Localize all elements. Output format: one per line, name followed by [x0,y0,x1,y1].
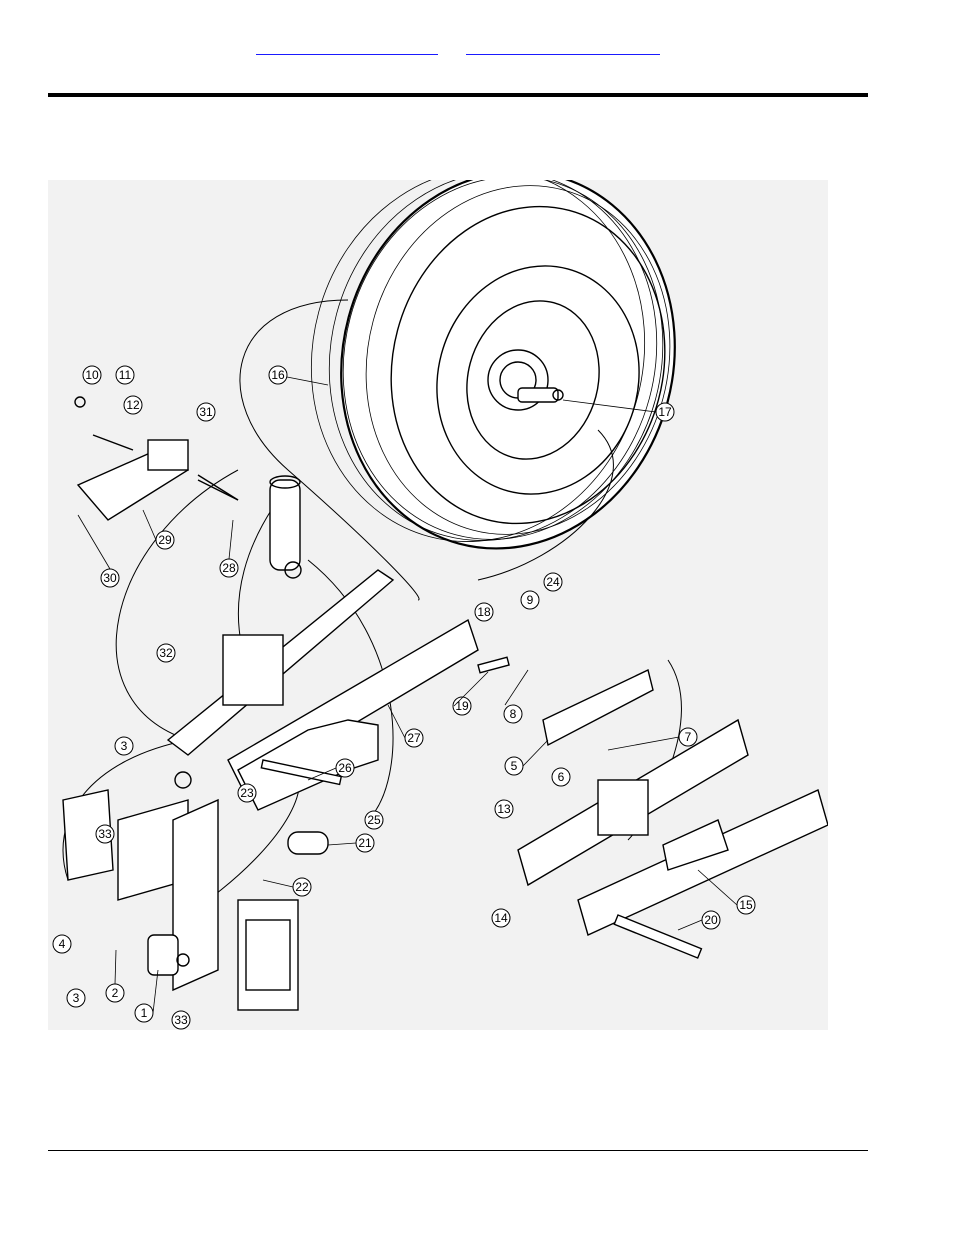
parts-diagram: 1 2 3 3 4 5 6 7 8 9 10 11 12 13 14 15 16… [48,180,828,1030]
callout-32-label: 32 [159,646,173,660]
callout-25-label: 25 [367,813,381,827]
callout-11-label: 11 [119,368,132,382]
callout-31-label: 31 [199,405,213,419]
bottom-rule [48,1150,868,1151]
callout-6-label: 6 [558,770,565,784]
callout-29-label: 29 [158,533,172,547]
callout-5-label: 5 [511,759,518,773]
arm-right [517,718,828,936]
callout-14-label: 14 [494,911,508,925]
callout-16 [268,365,288,385]
mount-bracket [62,771,299,1011]
callout-28-label: 28 [222,561,236,575]
callout-33a-label: 33 [98,827,112,841]
callout-15-label: 15 [739,898,753,912]
callout-13-label: 13 [497,802,511,816]
callout-markers [52,365,756,1030]
callout-9-label: 9 [527,593,534,607]
callout-21-label: 21 [358,836,372,850]
callout-9 [520,590,540,610]
callout-3a-label: 3 [121,739,128,753]
callout-12-label: 12 [126,398,140,412]
callout-24 [543,572,563,592]
hub [487,349,564,411]
callout-2-label: 2 [112,986,119,1000]
callout-6 [551,767,571,787]
callout-4 [52,934,72,954]
callout-18 [474,602,494,622]
callout-26-label: 26 [338,761,352,775]
callout-4-label: 4 [59,937,66,951]
callout-31 [196,402,216,422]
callout-17-label: 17 [658,405,672,419]
clevis-left [74,396,239,521]
top-rule [48,93,868,97]
callout-22-label: 22 [295,880,309,894]
callout-12 [123,395,143,415]
callout-24-label: 24 [546,575,560,589]
callout-10-label: 10 [85,368,99,382]
callout-labels: 1 2 3 3 4 5 6 7 8 9 10 11 12 13 14 15 16… [59,368,753,1027]
spindle-post [222,475,302,706]
callout-13 [494,799,514,819]
callout-19 [452,696,472,716]
callout-23 [237,783,257,803]
callout-32 [156,643,176,663]
leader-lines [77,376,738,1014]
callout-11 [115,365,135,385]
callout-20-label: 20 [704,913,718,927]
callout-33a [95,824,115,844]
callout-8 [503,704,523,724]
callout-3b-label: 3 [73,991,80,1005]
header-link-2[interactable] [466,38,660,55]
callout-23-label: 23 [240,786,254,800]
callout-10 [82,365,102,385]
callout-14 [491,908,511,928]
header-link-1[interactable] [256,38,438,55]
callout-1-label: 1 [141,1006,148,1020]
callout-3a [114,736,134,756]
callout-25 [364,810,384,830]
callout-16-label: 16 [271,368,285,382]
callout-27-label: 27 [407,731,421,745]
callout-7-label: 7 [685,730,692,744]
callout-8-label: 8 [510,707,517,721]
callout-33b [171,1010,191,1030]
callout-30-label: 30 [103,571,117,585]
callout-19-label: 19 [455,699,469,713]
callout-3b [66,988,86,1008]
callout-18-label: 18 [477,605,491,619]
callout-33b-label: 33 [174,1013,188,1027]
